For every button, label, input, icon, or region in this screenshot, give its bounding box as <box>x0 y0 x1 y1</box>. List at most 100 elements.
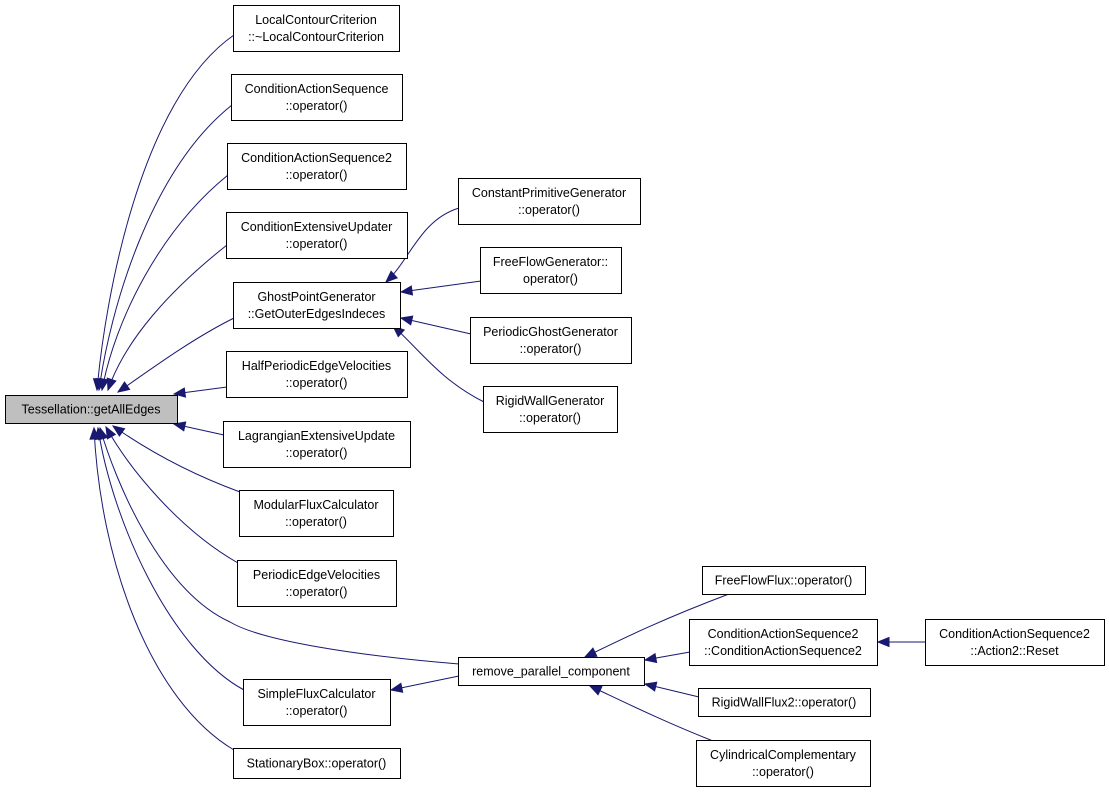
edge-pev-to-tess <box>105 425 239 564</box>
node-label: FreeFlowGenerator:: <box>493 255 608 269</box>
node-label: operator() <box>523 272 578 286</box>
node-label: ::operator() <box>519 411 581 425</box>
node-rwg[interactable]: RigidWallGenerator::operator() <box>483 386 618 433</box>
edge-line <box>392 325 485 403</box>
node-label: ::operator() <box>520 342 582 356</box>
arrowhead <box>111 425 126 437</box>
node-fff[interactable]: FreeFlowFlux::operator() <box>702 566 866 595</box>
node-cas2c[interactable]: ConditionActionSequence2::ConditionActio… <box>689 619 878 666</box>
node-box <box>458 178 641 225</box>
edge-line <box>589 685 714 742</box>
node-rwf2[interactable]: RigidWallFlux2::operator() <box>698 688 871 717</box>
edge-line <box>98 104 233 391</box>
arrowhead <box>116 381 131 393</box>
node-box <box>233 748 401 779</box>
node-label: ::operator() <box>286 446 348 460</box>
node-cas2r[interactable]: ConditionActionSequence2::Action2::Reset <box>925 619 1105 666</box>
node-pgg[interactable]: PeriodicGhostGenerator::operator() <box>470 317 632 364</box>
node-label: RigidWallFlux2::operator() <box>712 696 857 710</box>
node-label: ::operator() <box>286 99 348 113</box>
edge-cyl-to-rpc <box>588 685 714 742</box>
node-box <box>227 143 407 190</box>
node-box <box>689 619 878 666</box>
node-leu[interactable]: LagrangianExtensiveUpdate::operator() <box>223 421 411 468</box>
node-label: LagrangianExtensiveUpdate <box>238 429 395 443</box>
node-cpg[interactable]: ConstantPrimitiveGenerator::operator() <box>458 178 641 225</box>
arrowhead <box>172 387 187 398</box>
node-label: SimpleFluxCalculator <box>257 687 375 701</box>
arrowhead <box>98 377 110 392</box>
node-label: ModularFluxCalculator <box>253 498 378 512</box>
node-gpg[interactable]: GhostPointGenerator::GetOuterEdgesIndece… <box>233 282 401 329</box>
edge-line <box>101 174 229 391</box>
node-label: RigidWallGenerator <box>496 394 605 408</box>
node-tess[interactable]: Tessellation::getAllEdges <box>5 395 178 424</box>
arrowhead <box>876 636 890 648</box>
node-sfc[interactable]: SimpleFluxCalculator::operator() <box>243 679 391 726</box>
node-cas2[interactable]: ConditionActionSequence2::operator() <box>227 143 407 190</box>
node-box <box>696 740 871 787</box>
node-ffg[interactable]: FreeFlowGenerator::operator() <box>480 247 622 294</box>
node-lcc[interactable]: LocalContourCriterion::~LocalContourCrit… <box>233 5 400 52</box>
edge-sbox-to-tess <box>89 426 235 751</box>
node-label: PeriodicEdgeVelocities <box>253 568 380 582</box>
node-label: ConstantPrimitiveGenerator <box>472 186 626 200</box>
edge-line <box>400 317 472 335</box>
node-label: FreeFlowFlux::operator() <box>715 574 853 588</box>
edge-cpg-to-gpg <box>385 207 460 283</box>
node-label: ConditionActionSequence2 <box>708 627 859 641</box>
node-hpev[interactable]: HalfPeriodicEdgeVelocities::operator() <box>226 351 408 398</box>
node-label: GhostPointGenerator <box>257 290 375 304</box>
edge-hpev-to-tess <box>172 386 228 398</box>
node-ceu[interactable]: ConditionExtensiveUpdater::operator() <box>226 212 408 259</box>
edge-mfc-to-tess <box>111 425 241 493</box>
node-label: CylindricalComplementary <box>710 748 857 762</box>
edge-fff-to-rpc <box>583 593 730 658</box>
node-cyl[interactable]: CylindricalComplementary::operator() <box>696 740 871 787</box>
node-label: ::Action2::Reset <box>970 644 1059 658</box>
node-mfc[interactable]: ModularFluxCalculator::operator() <box>239 490 394 537</box>
node-label: ::operator() <box>518 203 580 217</box>
edge-lcc-to-tess <box>92 34 235 392</box>
arrowhead <box>399 285 414 296</box>
edge-ceu-to-tess <box>106 244 228 392</box>
arrowhead <box>172 421 187 432</box>
node-box <box>233 282 401 329</box>
node-cas[interactable]: ConditionActionSequence::operator() <box>231 74 403 121</box>
node-box <box>223 421 411 468</box>
node-box <box>226 351 408 398</box>
node-label: PeriodicGhostGenerator <box>483 325 618 339</box>
arrowhead <box>643 681 658 692</box>
node-box <box>233 5 400 52</box>
node-rpc[interactable]: remove_parallel_component <box>458 657 645 686</box>
node-box <box>231 74 403 121</box>
node-label: remove_parallel_component <box>472 665 630 679</box>
node-label: ::~LocalContourCriterion <box>248 30 384 44</box>
edge-rpc-to-sfc <box>389 675 460 693</box>
edge-line <box>390 675 460 691</box>
node-box <box>239 490 394 537</box>
arrowhead <box>389 682 404 693</box>
node-box <box>702 566 866 595</box>
node-sbox[interactable]: StationaryBox::operator() <box>233 748 401 779</box>
node-box <box>698 688 871 717</box>
node-box <box>483 386 618 433</box>
node-label: ::ConditionActionSequence2 <box>704 644 862 658</box>
edge-rwf2-to-rpc <box>643 681 700 698</box>
edge-line <box>96 34 235 391</box>
edge-ffg-to-gpg <box>399 280 482 296</box>
node-label: ::operator() <box>286 585 348 599</box>
arrowhead <box>643 652 658 664</box>
edge-cas2-to-tess <box>98 174 229 392</box>
node-box <box>237 560 397 607</box>
node-label: StationaryBox::operator() <box>247 757 387 771</box>
edge-pgg-to-gpg <box>399 315 472 335</box>
edge-line <box>105 426 239 564</box>
edge-line <box>99 427 460 665</box>
node-pev[interactable]: PeriodicEdgeVelocities::operator() <box>237 560 397 607</box>
node-label: ::GetOuterEdgesIndeces <box>248 307 386 321</box>
node-label: ConditionActionSequence2 <box>241 151 392 165</box>
edge-line <box>584 593 730 658</box>
edge-line <box>112 425 241 493</box>
